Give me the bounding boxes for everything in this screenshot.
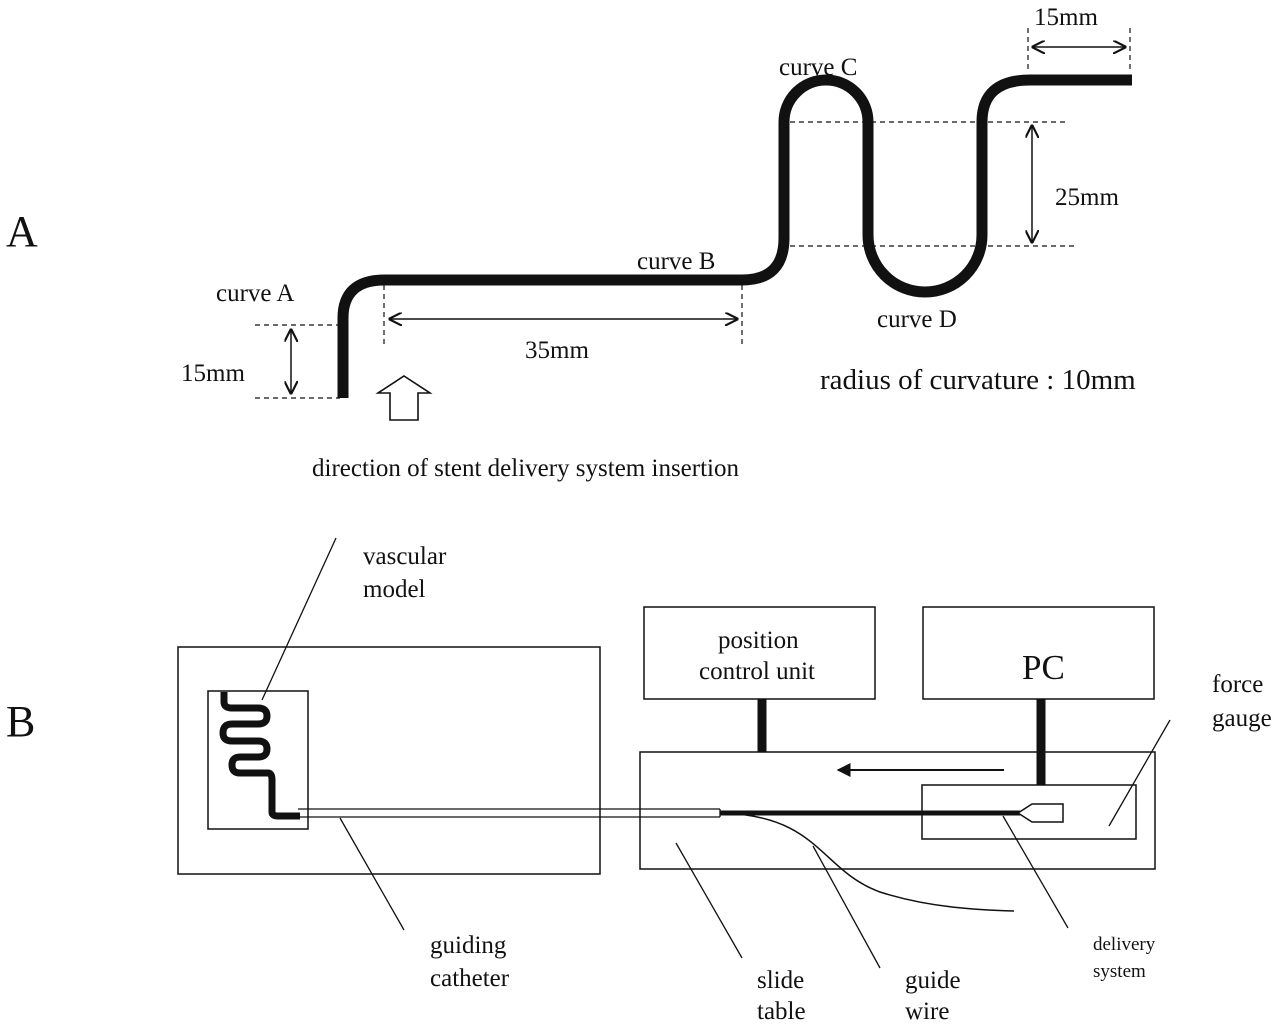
curve-b-label: curve B <box>637 248 715 275</box>
guide-wire <box>721 812 1015 912</box>
curve-d-label: curve D <box>877 306 957 333</box>
pc-label: PC <box>1022 648 1065 687</box>
guiding-label-1: guiding <box>430 932 507 959</box>
direction-label: direction of stent delivery system inser… <box>312 455 739 482</box>
vascular-label-1: vascular <box>363 543 447 570</box>
panel-b-letter: B <box>6 697 35 746</box>
force-label-1: force <box>1212 671 1263 698</box>
slide-label-1: slide <box>757 967 804 994</box>
position-label-2: control unit <box>699 658 815 685</box>
model-base-box <box>177 646 601 875</box>
curve-a-label: curve A <box>216 280 294 307</box>
dim-top-label: 15mm <box>1034 4 1098 31</box>
vascular-label-2: model <box>363 576 426 603</box>
delivery-label-1: delivery <box>1093 934 1156 955</box>
dim-left-label: 15mm <box>181 360 245 387</box>
slide-label-2: table <box>757 998 806 1024</box>
dim-straight-label: 35mm <box>525 337 589 364</box>
vessel-path <box>337 74 1132 398</box>
dashed-guides <box>255 28 1131 399</box>
curve-c-label: curve C <box>779 54 857 81</box>
slide-table-box <box>639 751 1156 870</box>
guiding-catheter <box>298 808 721 818</box>
position-label-1: position <box>718 627 799 654</box>
insertion-arrow-icon <box>375 375 433 421</box>
guide-label-2: wire <box>905 998 949 1024</box>
mini-vessel <box>219 692 300 820</box>
guide-label-1: guide <box>905 967 961 994</box>
force-label-2: gauge <box>1212 705 1272 732</box>
dim-height-label: 25mm <box>1055 184 1119 211</box>
radius-label: radius of curvature : 10mm <box>820 364 1136 396</box>
delivery-label-2: system <box>1093 961 1146 982</box>
leader-lines <box>261 537 1171 969</box>
vascular-model-box <box>207 690 309 830</box>
guiding-label-2: catheter <box>430 965 510 992</box>
delivery-handle <box>1016 803 1064 823</box>
panel-a-letter: A <box>6 207 38 256</box>
